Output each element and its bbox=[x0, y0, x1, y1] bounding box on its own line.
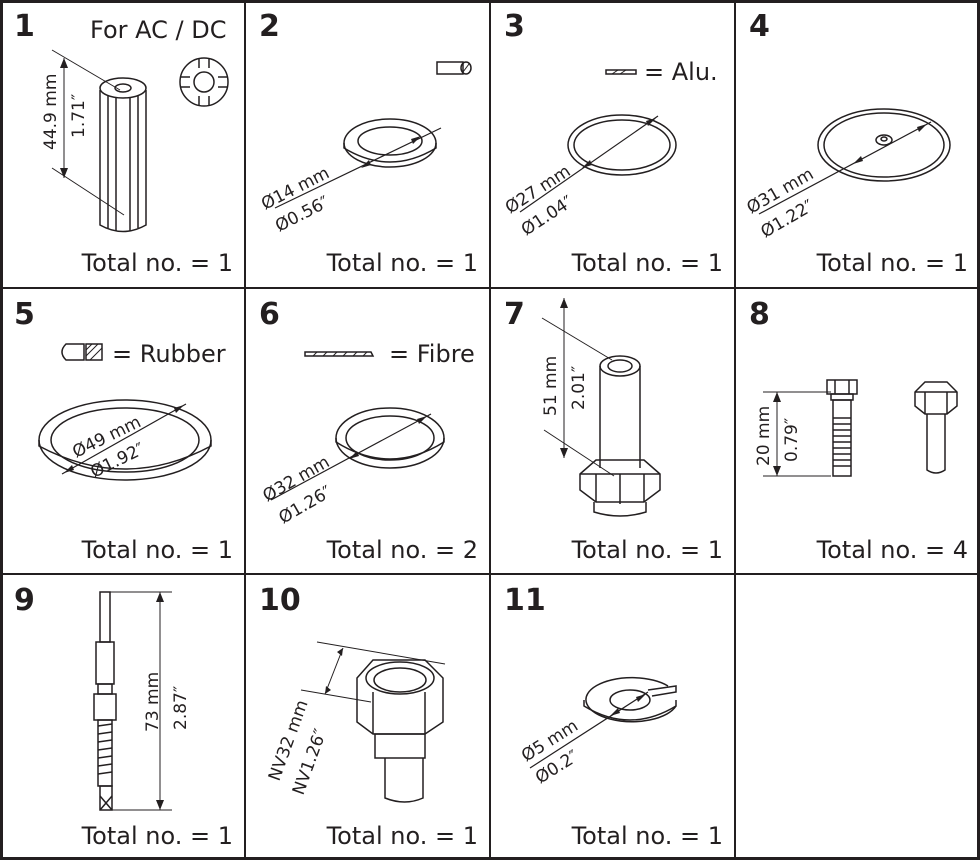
grid-divider bbox=[734, 0, 736, 860]
aluminium-washer-icon: Ø27 mm Ø1.04″ bbox=[502, 69, 677, 240]
part-total: Total no. = 1 bbox=[571, 249, 723, 277]
part-cell-7: 7 51 mm 2.01″ Total no. = 1 bbox=[490, 288, 735, 574]
part-total: Total no. = 1 bbox=[571, 822, 723, 850]
part-cell-10: 10 NV32 mm NV1.26″ Total no. = 1 bbox=[245, 574, 490, 860]
grid-divider bbox=[0, 287, 980, 289]
grid-divider bbox=[489, 0, 491, 860]
dimension-label-mm: 51 mm bbox=[541, 356, 561, 416]
part-number: 10 bbox=[259, 583, 301, 618]
part-cell-11: 11 Ø5 mm Ø0.2″ Total no. = 1 bbox=[490, 574, 735, 860]
part-cell-3: 3 Ø27 mm Ø1.04″ = Alu. Total no. = 1 bbox=[490, 0, 735, 287]
part-number: 1 bbox=[14, 9, 35, 44]
gasket-ring-icon: Ø14 mm Ø0.56″ bbox=[258, 61, 472, 236]
dimension-label-in: 2.01″ bbox=[569, 366, 589, 410]
part-note: = Alu. bbox=[644, 58, 718, 86]
part-total: Total no. = 1 bbox=[81, 822, 233, 850]
part-total: Total no. = 2 bbox=[326, 536, 478, 564]
part-number: 5 bbox=[14, 297, 35, 332]
part-cell-8: 8 20 mm bbox=[735, 288, 980, 574]
part-number: 8 bbox=[749, 297, 770, 332]
dimension-label-in: 2.87″ bbox=[171, 686, 191, 730]
part-total: Total no. = 1 bbox=[816, 249, 968, 277]
armature-tube-nut-icon: 51 mm 2.01″ bbox=[541, 298, 661, 517]
dimension-label-in: 0.79″ bbox=[782, 418, 802, 462]
dimension-label-mm: 73 mm bbox=[143, 672, 163, 732]
part-total: Total no. = 1 bbox=[326, 822, 478, 850]
part-total: Total no. = 1 bbox=[81, 249, 233, 277]
diaphragm-disc-icon: Ø31 mm Ø1.22″ bbox=[744, 108, 951, 242]
part-note: For AC / DC bbox=[90, 16, 227, 44]
grid-divider bbox=[0, 573, 980, 575]
part-number: 9 bbox=[14, 583, 35, 618]
rubber-o-ring-icon: Ø49 mm Ø1.92″ bbox=[38, 343, 212, 482]
grid-divider bbox=[244, 0, 246, 860]
part-total: Total no. = 1 bbox=[81, 536, 233, 564]
part-number: 4 bbox=[749, 9, 770, 44]
part-cell-6: 6 Ø32 mm Ø1.26″ = Fibre Total no. = 2 bbox=[245, 288, 490, 574]
part-cell-4: 4 Ø31 mm Ø1.22″ Total no. = 1 bbox=[735, 0, 980, 287]
fibre-washer-icon: Ø32 mm Ø1.26″ bbox=[260, 351, 445, 528]
split-washer-icon: Ø5 mm Ø0.2″ bbox=[518, 676, 677, 788]
part-number: 3 bbox=[504, 9, 525, 44]
part-total: Total no. = 1 bbox=[326, 249, 478, 277]
part-cell-2: 2 Ø14 mm Ø0.56″ Total no. = 1 bbox=[245, 0, 490, 287]
part-cell-9: 9 73 mm 2.87″ Total no. = 1 bbox=[0, 574, 245, 860]
part-cell-5: 5 Ø49 mm Ø1.92″ = Rubber Total no. = 1 bbox=[0, 288, 245, 574]
part-number: 7 bbox=[504, 297, 525, 332]
part-total: Total no. = 1 bbox=[571, 536, 723, 564]
dimension-label-mm: 20 mm bbox=[754, 406, 774, 466]
grid-border bbox=[0, 0, 3, 860]
dimension-label-in: 1.71″ bbox=[69, 94, 89, 138]
part-note: = Fibre bbox=[389, 340, 475, 368]
hex-nut-fitting-icon: NV32 mm NV1.26″ bbox=[265, 641, 446, 803]
grid-border bbox=[977, 0, 980, 860]
part-number: 6 bbox=[259, 297, 280, 332]
part-total: Total no. = 4 bbox=[816, 536, 968, 564]
part-number: 2 bbox=[259, 9, 280, 44]
empty-cell bbox=[735, 574, 980, 860]
hex-bolts-icon: 20 mm 0.79″ bbox=[754, 379, 958, 477]
spindle-rod-icon: 73 mm 2.87″ bbox=[93, 591, 191, 811]
core-tube-icon: 44.9 mm 1.71″ bbox=[41, 49, 229, 233]
dimension-label-mm: 44.9 mm bbox=[41, 74, 61, 150]
part-note: = Rubber bbox=[112, 340, 226, 368]
part-number: 11 bbox=[504, 583, 546, 618]
part-cell-1: 1 For AC / DC 44.9 mm 1.71″ bbox=[0, 0, 245, 287]
